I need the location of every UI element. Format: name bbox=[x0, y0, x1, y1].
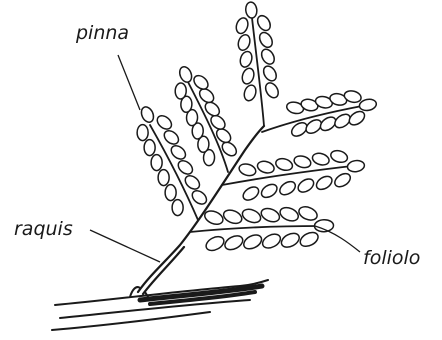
leaflet bbox=[259, 47, 277, 66]
leaflet bbox=[151, 155, 162, 171]
leaflets bbox=[137, 1, 377, 253]
leaflet bbox=[139, 105, 156, 124]
leaflet bbox=[347, 109, 367, 128]
leaflet bbox=[241, 232, 263, 251]
leaflet bbox=[279, 231, 301, 250]
leaflet bbox=[259, 206, 281, 224]
branch-base bbox=[52, 280, 268, 330]
leaflet bbox=[256, 159, 275, 174]
leaflet bbox=[332, 171, 352, 190]
leaflet bbox=[162, 128, 181, 147]
leaflet bbox=[158, 170, 169, 186]
leaflet bbox=[222, 208, 244, 226]
leaflet bbox=[298, 230, 320, 249]
leaflet bbox=[137, 125, 148, 141]
leaflet bbox=[242, 84, 257, 103]
leaflet bbox=[296, 176, 316, 195]
leaflet bbox=[260, 231, 282, 250]
leaflet bbox=[175, 83, 187, 99]
leaflet bbox=[155, 113, 174, 132]
leaflet bbox=[177, 65, 193, 84]
leaflet bbox=[261, 64, 279, 83]
leaflet bbox=[176, 158, 195, 177]
leaflet bbox=[240, 67, 255, 86]
leaflet bbox=[238, 162, 257, 177]
leaflet bbox=[263, 81, 281, 100]
leaflet bbox=[203, 208, 225, 226]
leaflet bbox=[277, 179, 297, 198]
leaflet bbox=[240, 207, 262, 225]
raquis-leader-line bbox=[90, 230, 160, 262]
leaflet bbox=[314, 219, 334, 232]
leaflet bbox=[183, 173, 202, 192]
leaflet bbox=[255, 13, 273, 32]
leaflet bbox=[223, 233, 245, 252]
leaflet bbox=[234, 16, 249, 35]
leaflet bbox=[165, 185, 176, 201]
label-raquis: raquis bbox=[14, 218, 73, 240]
leaflet bbox=[311, 151, 330, 166]
leaflet bbox=[238, 50, 253, 69]
leaflet bbox=[169, 143, 188, 162]
leaflet bbox=[358, 98, 377, 112]
leaflet bbox=[297, 204, 319, 222]
label-foliolo: foliolo bbox=[363, 247, 420, 269]
pinna-axis-lower-right bbox=[190, 226, 320, 232]
pinna-leader-line bbox=[118, 55, 140, 110]
leaflet bbox=[257, 30, 275, 49]
leaflet bbox=[236, 33, 251, 52]
leaflet bbox=[259, 182, 279, 201]
leaflet bbox=[204, 234, 226, 253]
leaflet bbox=[274, 157, 293, 172]
leaflet bbox=[191, 73, 210, 92]
leaflet bbox=[241, 184, 261, 203]
leaflet bbox=[190, 188, 209, 207]
label-pinna: pinna bbox=[76, 22, 129, 44]
leaflet bbox=[172, 200, 183, 216]
leaflet bbox=[329, 149, 348, 164]
leaflet bbox=[347, 159, 365, 172]
leaflet bbox=[278, 205, 300, 223]
leaflet bbox=[314, 174, 334, 193]
leaflet bbox=[144, 140, 155, 156]
leaflet bbox=[245, 1, 258, 18]
leaflet bbox=[197, 86, 216, 105]
leaflet bbox=[293, 154, 312, 169]
